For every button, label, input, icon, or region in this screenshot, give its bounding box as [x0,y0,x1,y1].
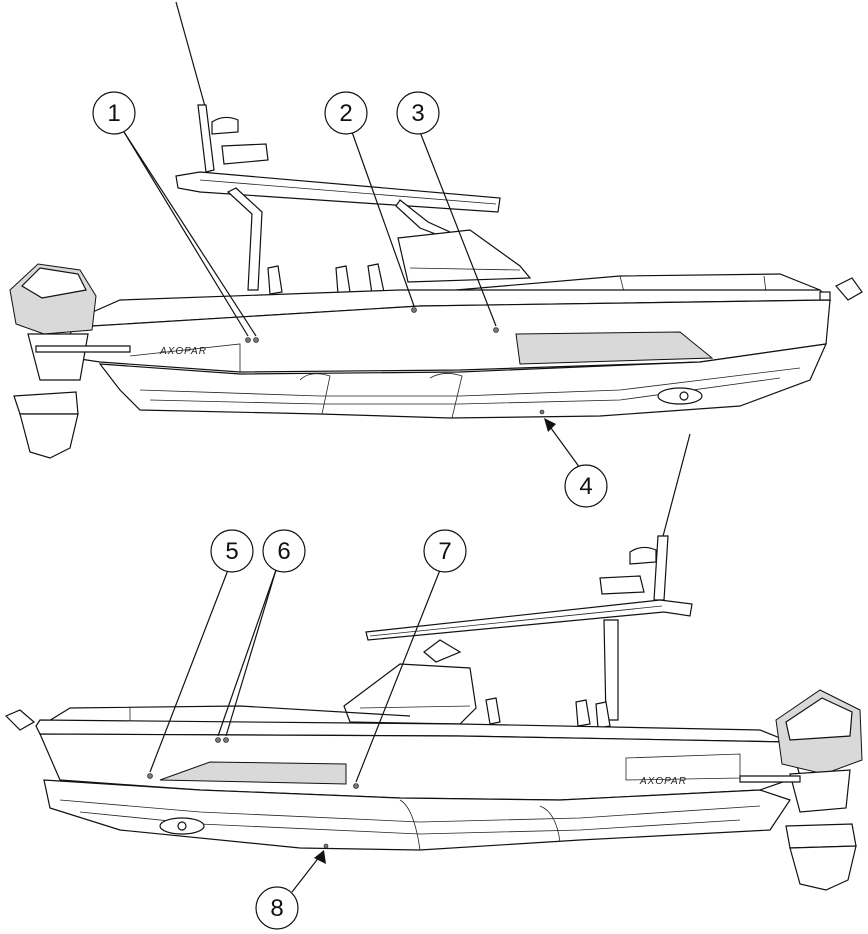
callout-number: 5 [225,538,238,565]
hull-brand: AXOPAR [639,776,687,787]
hull-window [159,761,347,785]
callout-1: 1 [92,91,136,135]
callout-number: 7 [438,538,451,565]
callout-7: 7 [423,529,467,573]
bow-fitting [835,277,863,301]
outboard-midsection [789,769,851,813]
swim-platform-rail [35,345,131,353]
measure-point-2 [411,307,417,313]
radar-array [221,143,269,165]
windscreen [343,663,477,725]
bow-rail [43,705,411,725]
swim-platform-rail [739,775,801,783]
measure-point-6a [215,737,221,743]
measure-point-4 [539,409,545,415]
callout-3: 3 [396,91,440,135]
leader-lines [123,131,581,893]
t-top-roof [175,171,501,213]
callout-number: 3 [411,100,424,127]
hull-bottom [98,343,827,419]
outboard-gearcase [19,413,79,459]
seat [595,701,611,729]
measure-point-7 [353,783,359,789]
callout-circle [324,91,368,135]
bow-rail [455,273,821,291]
callout-number: 6 [277,538,290,565]
measure-point-8 [323,843,329,849]
measure-point-1a [245,337,251,343]
windscreen [397,229,532,283]
callout-circle [262,529,306,573]
callout-circle [423,529,467,573]
seat [267,265,283,295]
callout-number: 8 [270,895,283,922]
measure-point-3 [493,327,499,333]
outboard-gearcase [789,845,857,891]
measure-point-5 [147,773,153,779]
callout-4: 4 [564,464,608,508]
callout-circle [396,91,440,135]
seat [485,697,501,725]
callout-8: 8 [255,886,299,930]
measure-point-1b [253,337,259,343]
callout-circle [92,91,136,135]
radar-dome [211,116,239,135]
callout-6: 6 [262,529,306,573]
seat [575,699,591,727]
mast [653,535,669,601]
callout-circle [564,464,608,508]
outboard-midsection [27,333,89,381]
bow-fitting [4,709,36,731]
hull-window [515,331,714,365]
antenna [175,1,207,111]
seat [367,263,385,295]
hull-bottom [43,779,791,851]
hull-brand: AXOPAR [159,346,207,357]
callout-number: 2 [339,100,352,127]
antenna [661,433,691,541]
t-top-frame [226,187,263,291]
callout-circle [255,886,299,930]
callout-number: 4 [579,473,592,500]
callout-circle [210,529,254,573]
t-top-frame [603,619,619,721]
measure-point-6b [223,737,229,743]
radar-dome [629,546,657,565]
boat-starboard-view: AXOPAR [4,433,863,891]
hull-fitting [159,817,205,835]
callout-number: 1 [107,100,120,127]
boat-port-view: AXOPAR [9,1,863,459]
mast [197,104,215,173]
radar-array [599,575,645,595]
callout-2: 2 [324,91,368,135]
seat [335,265,351,295]
callout-5: 5 [210,529,254,573]
